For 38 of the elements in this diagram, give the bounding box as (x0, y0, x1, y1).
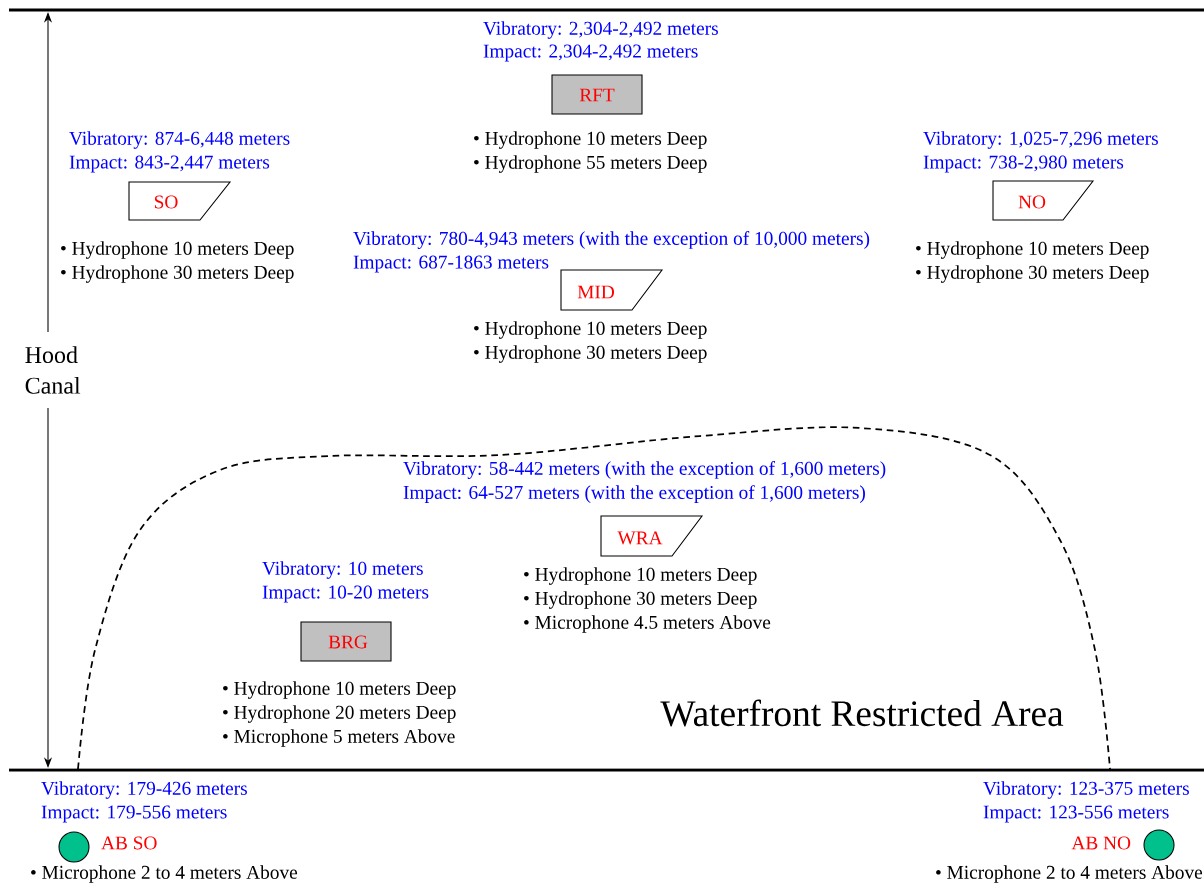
sensor-list-item: • Hydrophone 10 meters Deep (916, 241, 1149, 259)
range-text: Impact: 179-556 meters (41, 805, 227, 823)
sensor-list-item: • Microphone 4.5 meters Above (524, 615, 771, 633)
range-text: Impact: 687-1863 meters (353, 255, 549, 273)
station-box: RFT (551, 74, 643, 115)
station-box: BRG (300, 621, 392, 662)
range-text: Vibratory: 10 meters (262, 561, 423, 579)
sensor-list-item: • Hydrophone 30 meters Deep (474, 345, 707, 363)
range-text: Impact: 843-2,447 meters (69, 155, 270, 173)
sensor-list-item: • Hydrophone 30 meters Deep (524, 591, 757, 609)
node-label: AB SO (101, 836, 157, 850)
sensor-list-item: • Hydrophone 30 meters Deep (916, 265, 1149, 283)
region-label: Hood Canal (25, 346, 81, 394)
sensor-list-item: • Hydrophone 10 meters Deep (474, 321, 707, 339)
sensor-list-item: • Hydrophone 10 meters Deep (223, 681, 456, 699)
range-text: Impact: 2,304-2,492 meters (483, 44, 698, 62)
sensor-list-item: • Hydrophone 20 meters Deep (223, 705, 456, 723)
range-text: Vibratory: 123-375 meters (983, 781, 1189, 799)
sensor-list-item: • Hydrophone 30 meters Deep (61, 265, 294, 283)
sensor-list-item: • Hydrophone 10 meters Deep (524, 567, 757, 585)
range-text: Vibratory: 179-426 meters (41, 781, 247, 799)
sensor-list-item: • Microphone 2 to 4 meters Above (936, 865, 1203, 883)
range-text: Impact: 64-527 meters (with the exception of 1,600 meters) (403, 485, 865, 503)
sensor-list-item: • Hydrophone 10 meters Deep (61, 241, 294, 259)
node-label: AB NO (1071, 836, 1131, 850)
range-text: Vibratory: 58-442 meters (with the exception of 1,600 meters) (403, 461, 886, 479)
sensor-list-item: • Hydrophone 10 meters Deep (474, 131, 707, 149)
range-text: Vibratory: 780-4,943 meters (with the exception of 10,000 meters) (353, 231, 870, 249)
sensor-list-item: • Microphone 2 to 4 meters Above (31, 865, 298, 883)
range-text: Vibratory: 2,304-2,492 meters (483, 21, 718, 39)
range-text: Vibratory: 1,025-7,296 meters (923, 131, 1158, 149)
range-text: Impact: 738-2,980 meters (923, 155, 1124, 173)
sensor-list-item: • Microphone 5 meters Above (223, 729, 455, 747)
range-text: Impact: 123-556 meters (983, 805, 1169, 823)
range-text: Impact: 10-20 meters (262, 585, 429, 603)
range-text: Vibratory: 874-6,448 meters (69, 131, 290, 149)
region-label: Waterfront Restricted Area (660, 699, 1064, 727)
sensor-list-item: • Hydrophone 55 meters Deep (474, 155, 707, 173)
